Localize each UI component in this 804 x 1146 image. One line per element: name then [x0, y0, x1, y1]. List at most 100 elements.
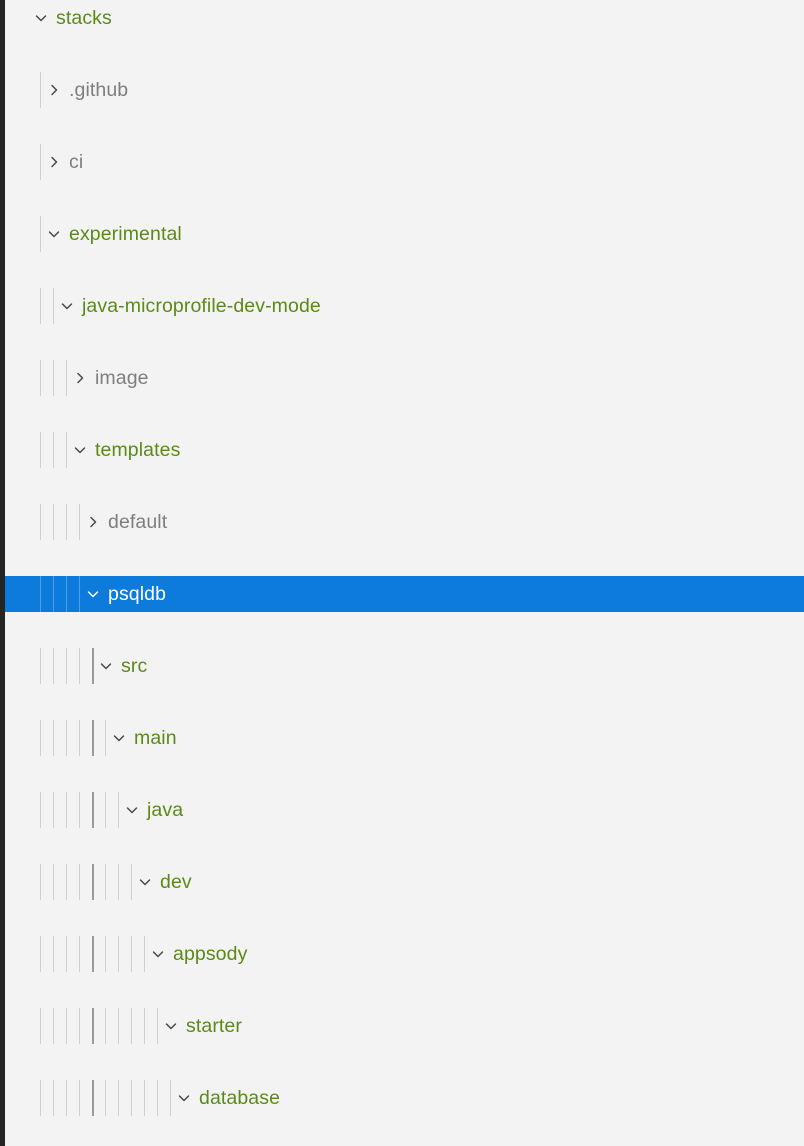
indent-guide — [92, 1008, 94, 1044]
chevron-down-icon[interactable] — [30, 0, 52, 36]
tree-folder-row[interactable]: src — [0, 648, 804, 684]
tree-item-label: experimental — [69, 223, 182, 245]
tree-item-label: ci — [69, 151, 84, 173]
tree-folder-row[interactable]: image — [0, 360, 804, 396]
tree-folder-row[interactable]: ci — [0, 144, 804, 180]
indent-guide — [40, 864, 41, 900]
indent-guide — [105, 720, 106, 756]
indent-guide — [79, 792, 80, 828]
chevron-down-icon[interactable] — [56, 288, 78, 324]
indent-guide — [131, 864, 132, 900]
tree-folder-row[interactable]: appsody — [0, 936, 804, 972]
chevron-right-icon[interactable] — [82, 504, 104, 540]
indent-guide — [79, 648, 80, 684]
indent-guide — [40, 432, 41, 468]
chevron-right-icon[interactable] — [69, 360, 91, 396]
indent-guide — [66, 720, 67, 756]
tree-row-list: stacks .github ci experimental java-micropro… — [0, 0, 804, 1116]
indent-guide — [40, 288, 41, 324]
tree-folder-row[interactable]: dev — [0, 864, 804, 900]
indent-guide — [105, 864, 106, 900]
tree-folder-row[interactable]: psqldb — [0, 576, 804, 612]
tree-folder-row[interactable]: java — [0, 792, 804, 828]
tree-folder-row[interactable]: templates — [0, 432, 804, 468]
indent-guide — [118, 1008, 119, 1044]
indent-guide — [144, 936, 145, 972]
indent-guide — [79, 1080, 80, 1116]
indent-guide — [53, 864, 54, 900]
indent-guide — [53, 792, 54, 828]
chevron-down-icon[interactable] — [134, 864, 156, 900]
indent-guide — [79, 576, 80, 612]
window-edge-strip — [0, 0, 5, 1146]
chevron-right-icon[interactable] — [43, 144, 65, 180]
indent-guide — [131, 1080, 132, 1116]
tree-item-label: .github — [69, 79, 129, 101]
chevron-down-icon[interactable] — [95, 648, 117, 684]
indent-guide — [40, 72, 41, 108]
indent-guide — [40, 1008, 41, 1044]
indent-guide — [53, 1008, 54, 1044]
chevron-down-icon[interactable] — [82, 576, 104, 612]
tree-item-label: appsody — [173, 943, 248, 965]
indent-guide — [66, 792, 67, 828]
indent-guide — [92, 720, 94, 756]
indent-guide — [66, 432, 67, 468]
chevron-down-icon[interactable] — [43, 216, 65, 252]
tree-item-label: src — [121, 655, 148, 677]
tree-folder-row[interactable]: java-microprofile-dev-mode — [0, 288, 804, 324]
tree-folder-row[interactable]: main — [0, 720, 804, 756]
chevron-down-icon[interactable] — [69, 432, 91, 468]
tree-folder-row[interactable]: starter — [0, 1008, 804, 1044]
indent-guide — [170, 1080, 171, 1116]
indent-guide — [40, 936, 41, 972]
indent-guide — [157, 1080, 158, 1116]
indent-guide — [118, 936, 119, 972]
indent-guide — [40, 792, 41, 828]
tree-folder-row[interactable]: experimental — [0, 216, 804, 252]
indent-guide — [79, 1008, 80, 1044]
indent-guide — [66, 576, 67, 612]
indent-guide — [40, 720, 41, 756]
chevron-down-icon[interactable] — [108, 720, 130, 756]
indent-guide — [66, 864, 67, 900]
tree-item-label: default — [108, 511, 168, 533]
indent-guide — [79, 864, 80, 900]
indent-guide — [131, 936, 132, 972]
chevron-down-icon[interactable] — [147, 936, 169, 972]
indent-guide — [40, 216, 41, 252]
indent-guide — [66, 1008, 67, 1044]
indent-guide — [79, 720, 80, 756]
indent-guide — [40, 360, 41, 396]
indent-guide — [118, 792, 119, 828]
tree-item-label: main — [134, 727, 177, 749]
indent-guide — [53, 504, 54, 540]
indent-guide — [40, 1080, 41, 1116]
tree-item-label: templates — [95, 439, 181, 461]
tree-folder-row[interactable]: .github — [0, 72, 804, 108]
tree-folder-row[interactable]: default — [0, 504, 804, 540]
chevron-down-icon[interactable] — [173, 1080, 195, 1116]
chevron-down-icon[interactable] — [121, 792, 143, 828]
indent-guide — [92, 648, 94, 684]
indent-guide — [105, 792, 106, 828]
indent-guide — [40, 504, 41, 540]
tree-item-label: dev — [160, 871, 192, 893]
indent-guide — [105, 1080, 106, 1116]
tree-item-label: database — [199, 1087, 281, 1109]
indent-guide — [66, 504, 67, 540]
indent-guide — [79, 936, 80, 972]
indent-guide — [105, 936, 106, 972]
indent-guide — [92, 864, 94, 900]
tree-folder-row[interactable]: stacks — [0, 0, 804, 36]
indent-guide — [40, 144, 41, 180]
indent-guide — [53, 288, 54, 324]
tree-item-label: starter — [186, 1015, 242, 1037]
chevron-down-icon[interactable] — [160, 1008, 182, 1044]
tree-folder-row[interactable]: database — [0, 1080, 804, 1116]
chevron-right-icon[interactable] — [43, 72, 65, 108]
indent-guide — [92, 936, 94, 972]
indent-guide — [92, 792, 94, 828]
indent-guide — [66, 1080, 67, 1116]
indent-guide — [118, 864, 119, 900]
